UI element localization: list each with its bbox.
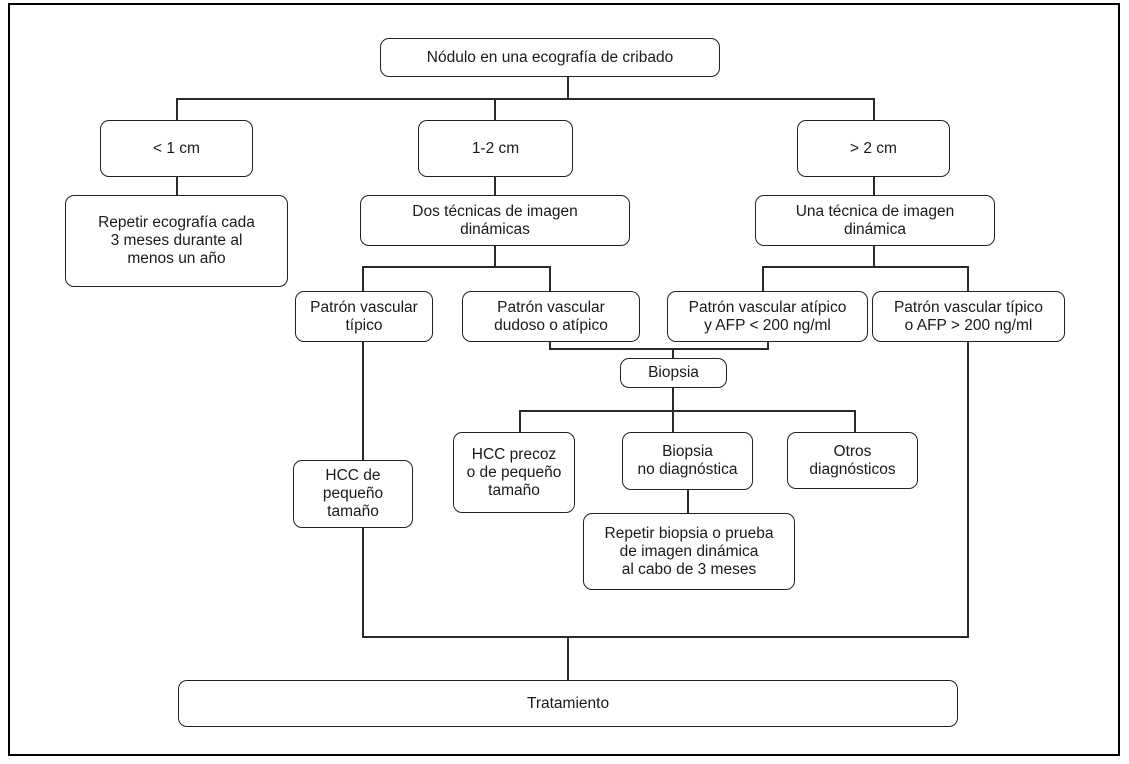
node-repeat-echo: Repetir ecografía cada 3 meses durante a…: [65, 195, 288, 287]
edge-rail-to-1-2cm: [494, 98, 496, 120]
edge-rail-to-biopsy: [672, 348, 674, 358]
edge-nondiagnostic-to-repeat-biopsy: [687, 490, 689, 513]
node-pattern-doubtful: Patrón vascular dudoso o atípico: [462, 291, 640, 342]
edge-gt2cm-to-one-technique: [873, 177, 875, 195]
edge-rail-to-lt1cm: [176, 98, 178, 120]
edge-rail-to-pattern-doubtful: [549, 266, 551, 291]
node-size-lt-1cm: < 1 cm: [100, 120, 253, 177]
node-two-techniques: Dos técnicas de imagen dinámicas: [360, 195, 630, 246]
node-biopsy-nondiagnostic: Biopsia no diagnóstica: [622, 432, 753, 490]
edge-root-stub: [567, 77, 569, 98]
edge-rail-to-pattern-typical: [362, 266, 364, 291]
edge-rail-to-biopsy-nondiagnostic: [672, 410, 674, 432]
edge-treatment-rail: [362, 636, 969, 638]
edge-biopsy-rail: [519, 410, 856, 412]
edge-one-technique-stub: [873, 246, 875, 266]
node-one-technique: Una técnica de imagen dinámica: [755, 195, 995, 246]
node-hcc-small: HCC de pequeño tamaño: [293, 460, 413, 528]
node-root: Nódulo en una ecografía de cribado: [380, 38, 720, 77]
node-treatment: Tratamiento: [178, 680, 958, 727]
node-pattern-typical-afp: Patrón vascular típico o AFP > 200 ng/ml: [872, 291, 1065, 342]
edge-biopsy-top-rail: [549, 348, 769, 350]
edge-pattern-atypical-down: [767, 342, 769, 349]
edge-rail-to-other-diagnoses: [854, 410, 856, 432]
figure-border: [8, 3, 1120, 756]
edge-pattern-typical-afp-down: [967, 342, 969, 636]
edge-1-2cm-to-two-techniques: [494, 177, 496, 195]
edge-rail-to-pattern-typical-afp: [967, 266, 969, 291]
edge-two-techniques-stub: [494, 246, 496, 266]
node-repeat-biopsy: Repetir biopsia o prueba de imagen dinám…: [583, 513, 795, 590]
edge-rail-to-gt2cm: [873, 98, 875, 120]
node-pattern-typical: Patrón vascular típico: [295, 291, 433, 342]
edge-rail-to-treatment: [567, 636, 569, 680]
edge-rail-to-pattern-atypical-afp: [762, 266, 764, 291]
edge-hcc-small-down: [362, 528, 364, 636]
node-other-diagnoses: Otros diagnósticos: [787, 432, 918, 489]
node-size-gt-2cm: > 2 cm: [797, 120, 950, 177]
node-biopsy: Biopsia: [620, 358, 727, 388]
edge-pattern-doubtful-down: [549, 342, 551, 349]
node-hcc-early: HCC precoz o de pequeño tamaño: [453, 432, 575, 513]
edge-lt1cm-to-repeat-echo: [176, 177, 178, 195]
edge-one-technique-rail: [762, 266, 969, 268]
node-size-1-2cm: 1-2 cm: [418, 120, 573, 177]
node-pattern-atypical-afp: Patrón vascular atípico y AFP < 200 ng/m…: [667, 291, 868, 342]
edge-two-techniques-rail: [362, 266, 551, 268]
edge-biopsy-stub: [672, 388, 674, 410]
edge-rail-to-hcc-early: [519, 410, 521, 432]
edge-pattern-typical-to-hcc-small: [362, 342, 364, 460]
edge-top-rail: [176, 98, 875, 100]
